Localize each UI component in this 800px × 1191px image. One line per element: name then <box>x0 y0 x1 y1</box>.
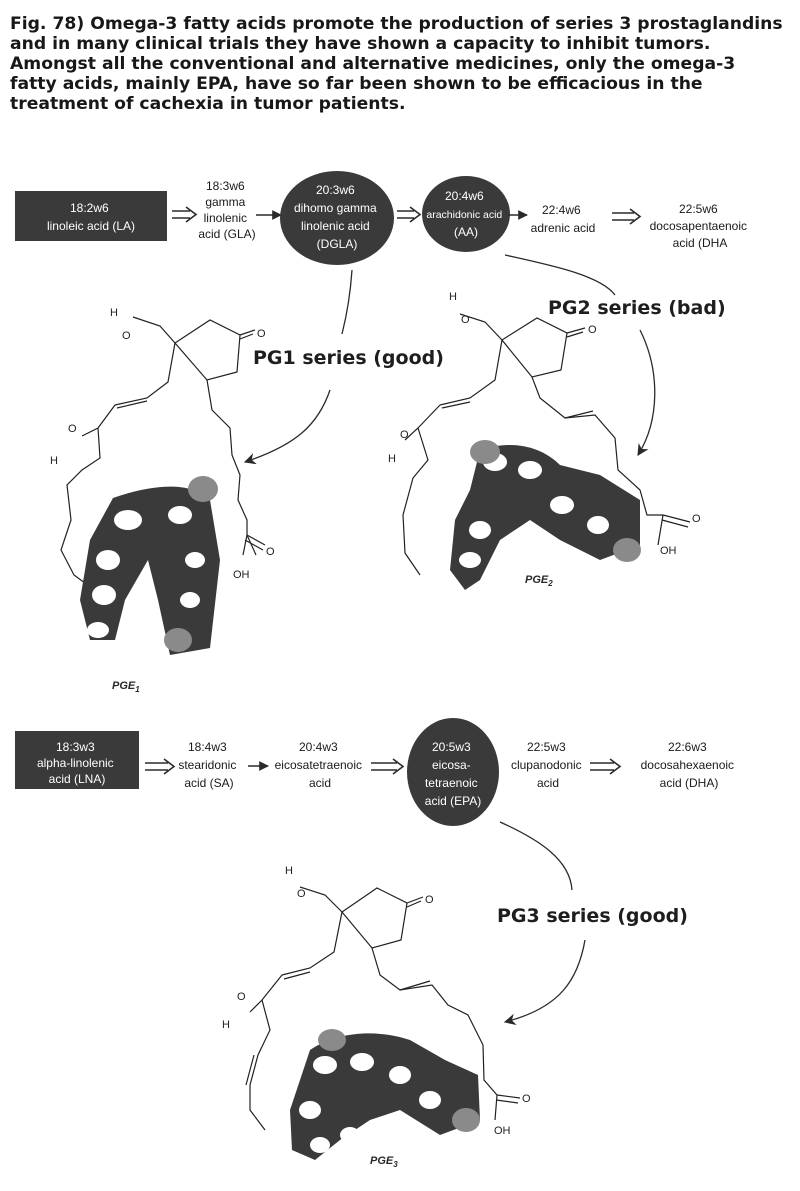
caption-line: treatment of cachexia in tumor patients. <box>10 94 406 114</box>
svg-text:O: O <box>692 513 701 525</box>
pge2-atoms: H O O O H O OH <box>388 291 701 557</box>
pge3-atoms: H O O O H O OH <box>222 865 531 1137</box>
connector-line <box>341 269 353 335</box>
aa-node <box>422 176 510 252</box>
lna-label: 18:3w3 alpha-linolenic acid (LNA) <box>37 740 117 786</box>
pg1-curved-arrow <box>243 389 331 465</box>
svg-text:O: O <box>257 328 266 340</box>
svg-text:O: O <box>588 324 597 336</box>
double-arrow <box>590 758 622 775</box>
pge1-structure <box>60 316 266 587</box>
svg-text:H: H <box>388 453 396 465</box>
double-arrow <box>612 208 642 225</box>
la-box <box>15 191 167 241</box>
dgla-node <box>280 171 394 265</box>
svg-text:O: O <box>68 423 77 435</box>
dgla-label: 20:3w6 dihomo gamma linolenic acid (DGLA… <box>294 183 380 251</box>
caption-line: fatty acids, mainly EPA, have so far bee… <box>10 74 703 94</box>
pge3-label: PGE3 <box>370 1155 398 1169</box>
epa-node <box>407 718 499 826</box>
lna-box <box>15 731 139 789</box>
pge3-structure <box>245 886 521 1131</box>
svg-text:H: H <box>285 865 293 877</box>
pg2-curved-arrow <box>637 329 656 456</box>
svg-text:H: H <box>110 307 118 319</box>
pge2-label: PGE2 <box>525 574 553 588</box>
svg-text:OH: OH <box>660 545 677 557</box>
pge2-structure <box>402 313 691 576</box>
double-arrow <box>172 206 198 223</box>
svg-text:O: O <box>425 894 434 906</box>
figure-caption: Fig. 78) Omega-3 fatty acids promote the… <box>10 14 790 114</box>
aa-label: 20:4w6 arachidonic acid (AA) <box>426 189 505 239</box>
connector-line <box>504 254 616 296</box>
pge3-space-fill-model <box>290 1029 480 1160</box>
sa-label: 18:4w3 stearidonic acid (SA) <box>178 740 239 790</box>
svg-text:O: O <box>297 888 306 900</box>
epa-label: 20:5w3 eicosa- tetraenoic acid (EPA) <box>425 740 481 808</box>
caption-line: Fig. 78) Omega-3 fatty acids promote the… <box>10 14 783 34</box>
pge1-atoms: H O O O H O OH <box>50 307 275 581</box>
gla-label: 18:3w6 gamma linolenic acid (GLA) <box>198 179 255 241</box>
dha-label: 22:6w3 docosahexaenoic acid (DHA) <box>641 740 738 790</box>
la-label: 18:2w6 linoleic acid (LA) <box>47 201 135 233</box>
svg-text:O: O <box>400 429 409 441</box>
double-arrow <box>397 206 422 223</box>
svg-text:O: O <box>237 991 246 1003</box>
svg-text:O: O <box>522 1093 531 1105</box>
omega6-pathway: 18:2w6 linoleic acid (LA) 18:3w6 gamma l… <box>15 171 751 265</box>
caption-line: and in many clinical trials they have sh… <box>10 34 711 54</box>
pge1-space-fill-model <box>80 476 220 655</box>
omega3-pathway: 18:3w3 alpha-linolenic acid (LNA) 18:4w3… <box>15 718 738 826</box>
svg-text:OH: OH <box>233 569 250 581</box>
clupanodonic-label: 22:5w3 clupanodonic acid <box>511 740 585 790</box>
pg2-series-label: PG2 series (bad) <box>548 297 726 319</box>
pg1-series-label: PG1 series (good) <box>253 347 444 369</box>
svg-text:OH: OH <box>494 1125 511 1137</box>
pg3-curved-arrow <box>503 939 586 1026</box>
svg-text:H: H <box>222 1019 230 1031</box>
svg-text:O: O <box>266 546 275 558</box>
svg-text:H: H <box>50 455 58 467</box>
caption-line: Amongst all the conventional and alterna… <box>10 54 736 74</box>
pg3-series-label: PG3 series (good) <box>497 905 688 927</box>
double-arrow <box>371 758 405 775</box>
pge2-space-fill-model <box>450 440 641 590</box>
svg-text:O: O <box>122 330 131 342</box>
adrenic-label: 22:4w6 adrenic acid <box>531 203 596 235</box>
svg-text:H: H <box>449 291 457 303</box>
svg-text:O: O <box>461 314 470 326</box>
double-arrow <box>145 758 176 775</box>
connector-line <box>499 821 573 891</box>
dpa-label: 22:5w6 docosapentaenoic acid (DHA <box>650 202 751 250</box>
eta-label: 20:4w3 eicosatetraenoic acid <box>275 740 366 790</box>
pge1-label: PGE1 <box>112 680 140 694</box>
